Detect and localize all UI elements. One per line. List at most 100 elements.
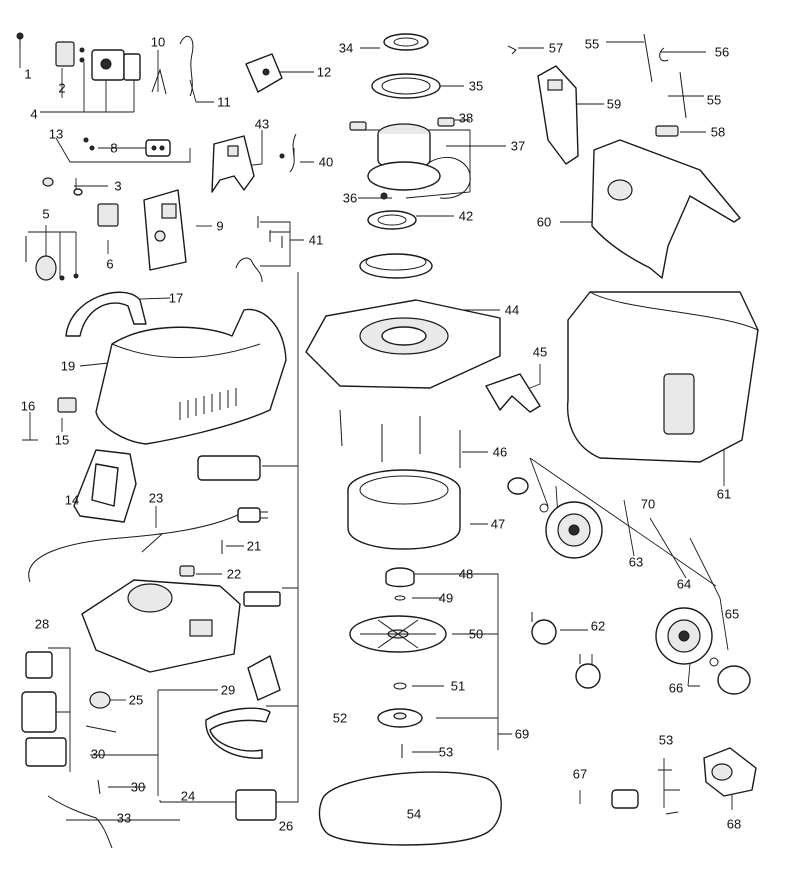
callout-63: 63 [628,554,644,570]
callout-8: 8 [110,140,118,156]
callout-56: 56 [714,44,730,60]
callout-29: 29 [220,682,236,698]
motor-housing-part-44 [305,299,501,389]
callout-57: 57 [548,40,564,56]
callout-40: 40 [318,154,334,170]
handle-bracket-part-43 [211,135,255,193]
callout-16: 16 [20,398,36,414]
bracket-part-12 [245,53,283,93]
callout-52: 52 [332,710,348,726]
axle-inner [594,556,670,620]
callout-30-upper: 30 [90,746,106,762]
callout-17: 17 [168,290,184,306]
callout-3: 3 [114,178,122,194]
motor-part-37 [349,117,471,199]
callout-65: 65 [724,606,740,622]
callout-25: 25 [128,692,144,708]
nozzle-part-68 [703,747,757,797]
impeller-part-50 [349,615,447,653]
power-cable-part-23 [28,507,268,583]
switch-cap-part-6 [97,203,119,227]
carry-handle-part-17 [65,291,147,337]
callout-1: 1 [24,66,32,82]
rod-part-55-upper [643,33,653,83]
screw-part-1 [16,32,24,48]
callout-23: 23 [148,490,164,506]
flap-part-29 [247,655,281,701]
callout-24: 24 [180,788,196,804]
gasket-part-34 [383,33,429,51]
motor-cover-part-19 [95,308,287,445]
base-housing [81,579,241,673]
cover-plate [197,455,261,481]
cover-vents [179,388,237,420]
callout-59: 59 [606,96,622,112]
control-panel-part-9 [143,189,187,271]
hubcap-part-66 [717,665,751,695]
callout-42: 42 [458,208,474,224]
wheel-part-70-left [507,477,549,513]
callout-5: 5 [42,206,50,222]
callout-58: 58 [710,124,726,140]
callout-12: 12 [316,64,332,80]
callout-62: 62 [590,618,606,634]
callout-64: 64 [676,576,692,592]
tank-part-61 [566,291,759,463]
callout-55: 55 [706,92,722,108]
clip-part-57 [507,45,517,55]
callout-49: 49 [438,590,454,606]
callout-33: 33 [116,810,132,826]
knob-part-3 [42,177,83,196]
callout-45: 45 [532,344,548,360]
ring-part-35 [371,73,441,99]
callout-35: 35 [468,78,484,94]
wheel-part-64 [655,607,713,665]
bolts-part-46 [339,409,461,468]
callout-36: 36 [342,190,358,206]
frame-part-14 [73,449,137,523]
ring-seal [359,253,433,279]
seal-strip [205,707,271,759]
callout-55-upper: 55 [584,36,600,52]
filter-bag-part-60 [591,139,741,279]
rod-part-55 [679,71,687,119]
callout-68: 68 [726,816,742,832]
clip-part-58 [655,125,679,137]
callout-11: 11 [217,94,231,110]
fan-part-52 [377,708,423,728]
cover-part-45 [485,373,541,413]
callout-30: 30 [130,779,146,795]
screws-part-53-right [658,769,680,815]
callout-14: 14 [64,492,80,508]
knob-part-5 [25,236,79,281]
callout-51: 51 [450,678,466,694]
seal-part-42 [367,210,417,230]
washer-part-51 [393,682,407,690]
callout-2: 2 [58,80,66,96]
callout-4: 4 [30,106,38,122]
hook-part-40 [279,133,297,173]
parts [16,32,759,849]
callout-22: 22 [226,566,242,582]
washer-part-65 [709,657,719,667]
callout-60: 60 [536,214,552,230]
rod-part-30 [97,779,101,795]
rod-part-30-upper [85,725,117,733]
callout-50: 50 [468,626,484,642]
callout-53: 53 [438,744,454,760]
filter-blocks-part-28 [21,651,67,767]
callout-67: 67 [572,766,588,782]
callout-70: 70 [640,496,656,512]
clip-part-22 [179,565,195,577]
callout-66: 66 [668,680,684,696]
bracket-part-59 [537,65,579,165]
callout-21: 21 [246,538,262,554]
latch-part-15 [57,397,77,413]
callout-9: 9 [216,218,224,234]
hub-part-48 [385,567,415,588]
callout-10: 10 [150,34,166,50]
wire-part-11 [179,35,194,97]
hook-part-56 [659,47,669,62]
